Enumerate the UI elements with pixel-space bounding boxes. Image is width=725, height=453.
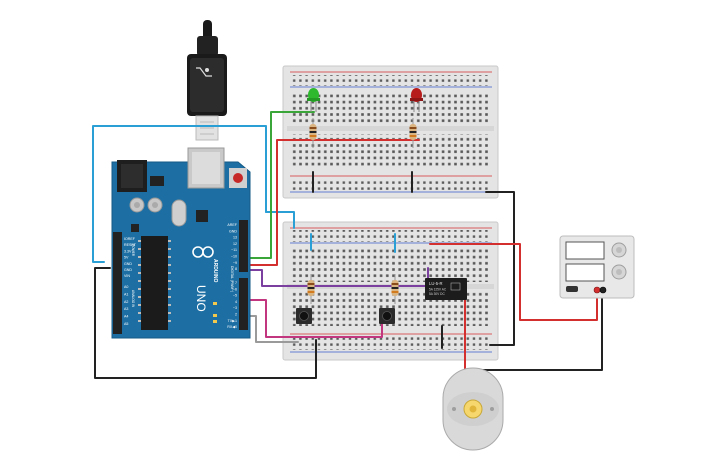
breadboard-bottom	[282, 221, 499, 361]
header-top-pin-label: 13	[233, 236, 237, 240]
arduino-uno-board: ARDUINO UNO AREF GND 13 12 ~11 ~10 ~9 8 7 ~6 ~5 4 ~…	[111, 147, 251, 339]
power-pin-labels: IOREF RESET 3.3V 5V GND GND VIN	[124, 237, 137, 278]
header-bottom-pin-label: TX▶1	[228, 319, 237, 323]
wire-red-led	[246, 139, 420, 266]
wire-blue-rail	[265, 211, 295, 229]
analog-pin-label: A0	[124, 285, 128, 289]
power-pin-label: GND	[124, 262, 132, 266]
analog-pin-label: A1	[124, 292, 128, 296]
arduino-brand: ARDUINO	[212, 259, 218, 282]
resistor-bottom-right	[391, 274, 399, 304]
red-led	[410, 88, 423, 112]
header-top-labels: AREF GND 13 12 ~11 ~10 ~9 8	[227, 223, 237, 271]
header-bottom-labels: 7 ~6 ~5 4 ~3 2TX▶1RX◀0	[227, 281, 237, 329]
resistor-bottom-left	[307, 274, 315, 304]
supply-negative-terminal	[599, 286, 607, 294]
analog-pin-label: A3	[124, 307, 128, 311]
header-bottom-pin-label: 2	[235, 313, 237, 317]
analog-pin-label: A4	[124, 315, 128, 319]
wire-green-led	[246, 111, 315, 259]
header-top-pin-label: GND	[229, 229, 237, 233]
supply-positive-terminal	[593, 286, 601, 294]
wire-magenta-button	[246, 299, 383, 338]
header-bottom-pin-label: 4	[235, 300, 237, 304]
wire-blue-power	[92, 125, 267, 263]
header-bottom-pin-label: ~5	[233, 294, 237, 298]
analog-title: ANALOG IN	[131, 290, 135, 308]
analog-pin-label: A5	[124, 322, 128, 326]
header-top-pin-label: 8	[235, 267, 237, 271]
header-top-pin-label: 12	[233, 242, 237, 246]
relay-label-2: 5A 125V AC	[429, 288, 447, 292]
header-top-pin-label: AREF	[227, 223, 237, 227]
wire-black-motor	[481, 289, 603, 385]
header-top-pin-label: ~11	[231, 248, 237, 252]
resistor-top-right	[409, 118, 417, 148]
header-bottom-pin-label: ~6	[233, 287, 237, 291]
header-bottom-pin-label: 7	[235, 281, 237, 285]
analog-pin-label: A2	[124, 300, 128, 304]
power-pin-label: IOREF	[124, 237, 136, 241]
power-pin-label: GND	[124, 268, 132, 272]
relay-label-3: 5A 30V DC	[429, 292, 445, 296]
header-top-pin-label: ~9	[233, 261, 237, 265]
power-pin-label: 3.3V	[124, 249, 132, 253]
pushbutton-left[interactable]	[296, 308, 312, 324]
header-bottom-pin-label: RX◀0	[227, 325, 237, 329]
power-pin-label: VIN	[124, 274, 130, 278]
power-pin-label: RESET	[124, 243, 137, 247]
arduino-model: UNO	[194, 285, 208, 312]
pushbutton-right[interactable]	[379, 308, 395, 324]
green-led	[307, 88, 320, 112]
power-pin-label: 5V	[124, 256, 129, 260]
wire-black-gnd	[94, 267, 317, 379]
wire-grey	[246, 315, 299, 343]
power-supply	[559, 235, 635, 299]
wire-black-rail	[485, 191, 515, 346]
header-bottom-pin-label: ~3	[233, 306, 237, 310]
wire-red-supply	[429, 243, 598, 321]
power-title: POWER	[131, 244, 135, 257]
resistor-top-left	[309, 118, 317, 148]
usb-cable	[187, 20, 227, 141]
relay: LU-5-R 5A 125V AC 5A 30V DC	[425, 278, 467, 300]
header-top-pin-label: ~10	[231, 255, 237, 259]
relay-label-1: LU-5-R	[429, 281, 443, 286]
breadboard-top	[282, 65, 499, 199]
digital-label: DIGITAL (PWM~)	[230, 266, 234, 292]
dc-motor	[442, 367, 504, 451]
